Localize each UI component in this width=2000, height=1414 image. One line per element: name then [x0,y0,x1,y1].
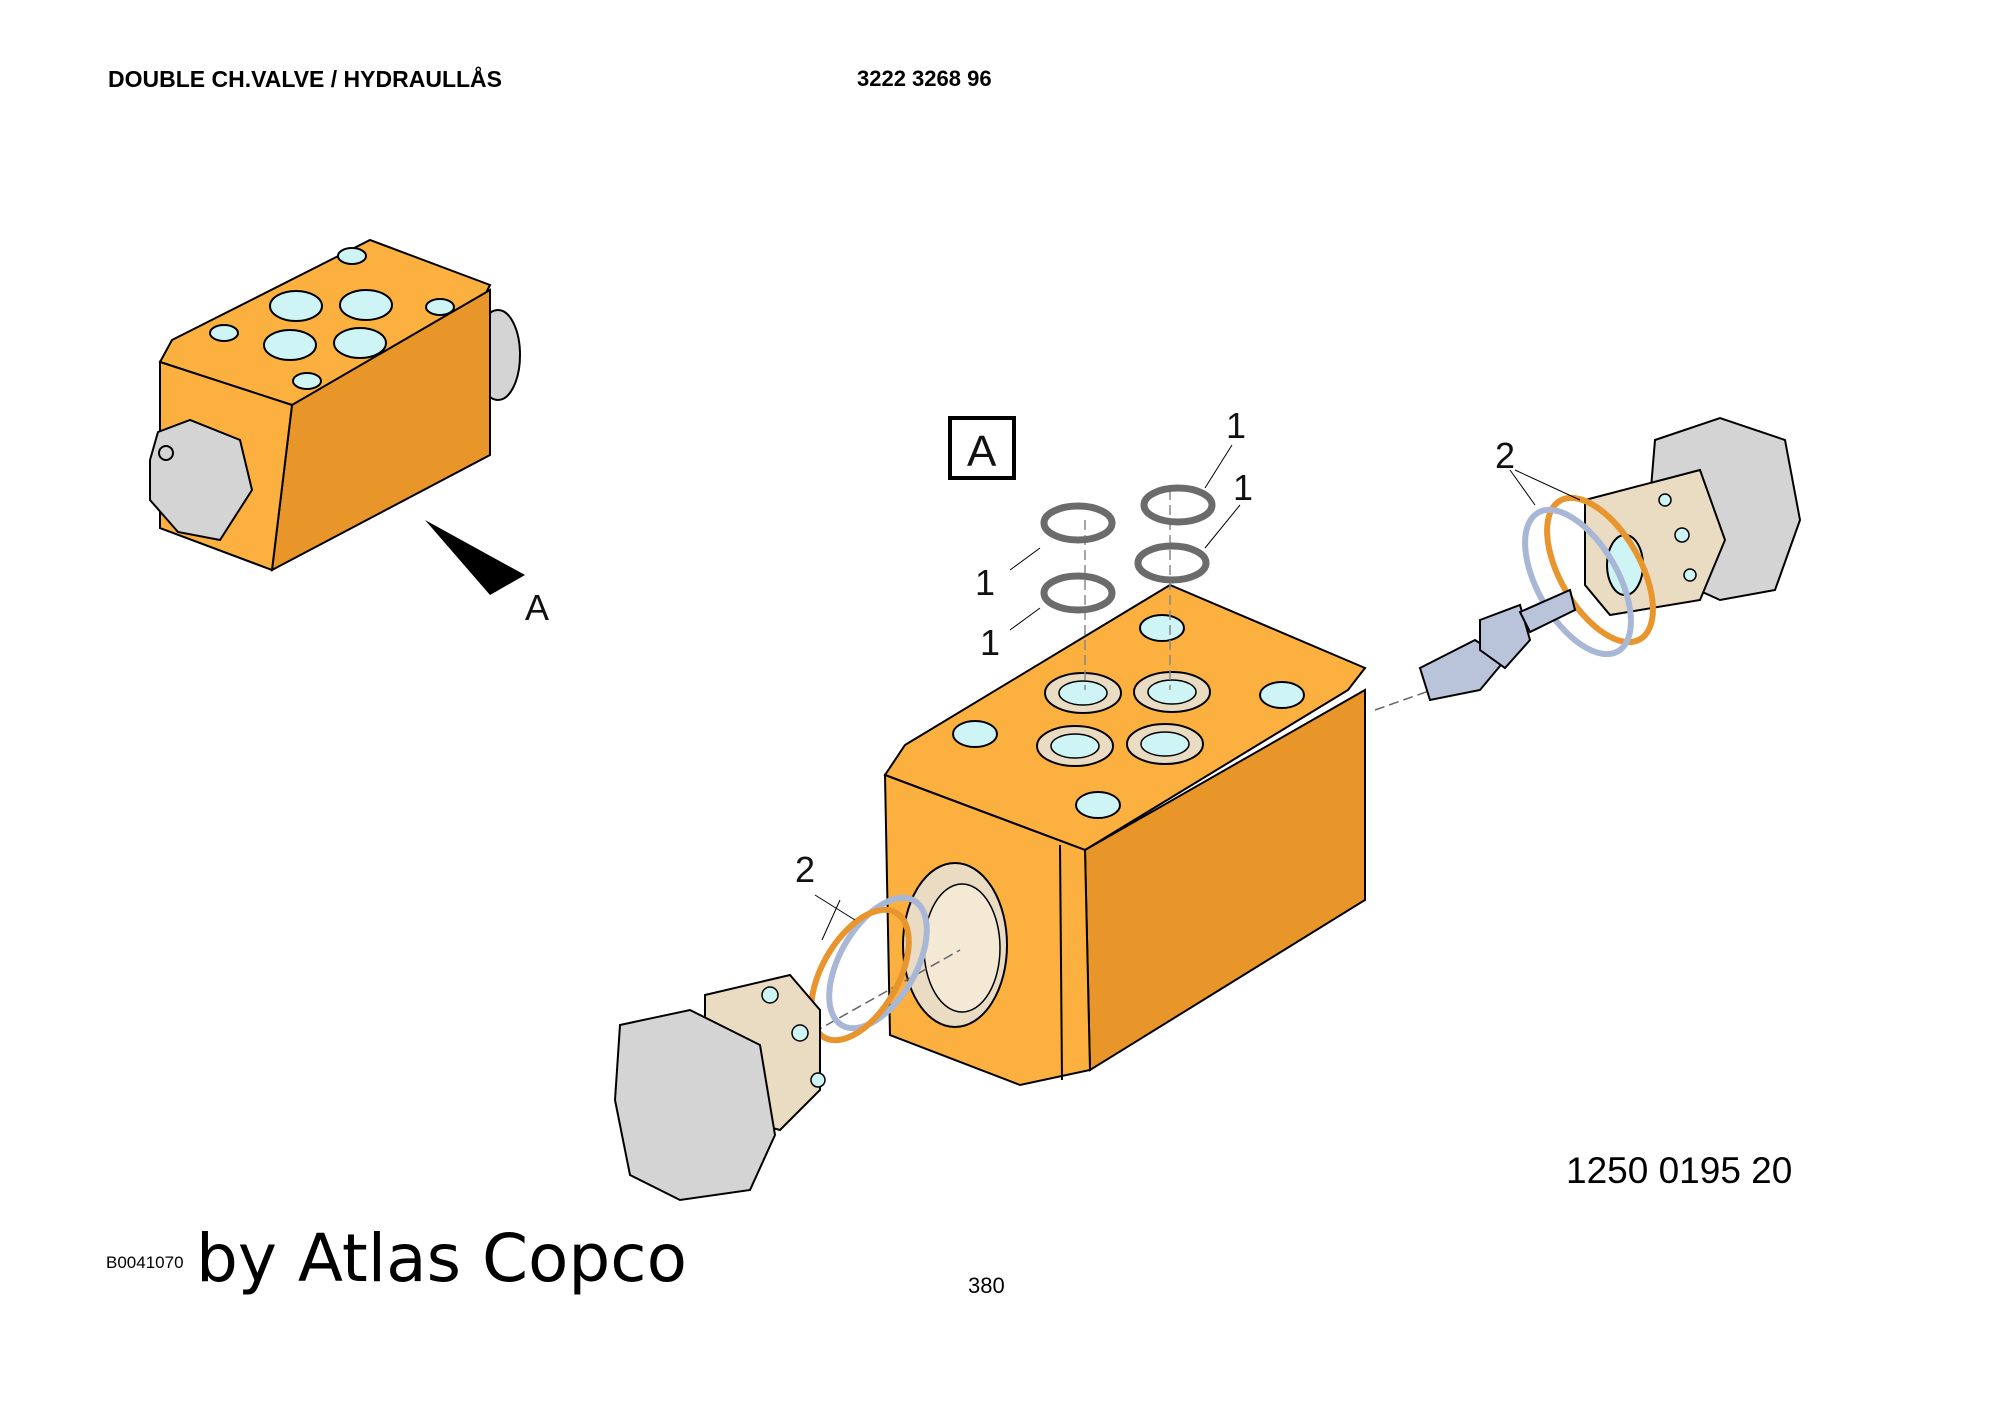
o-rings-item-1 [1009,444,1241,631]
left-plug-assembly [613,894,930,1202]
callout-1-a: 1 [975,562,995,603]
view-box-label: A [967,427,997,476]
callout-1-c: 1 [1226,405,1246,446]
part-number: 3222 3268 96 [857,66,992,91]
assembled-valve-view [149,238,525,595]
callout-2-left: 2 [795,849,815,890]
view-box [948,416,1016,480]
callout-1-b: 1 [980,622,1000,663]
drawing-code: B0041070 [106,1253,184,1272]
view-label-a: A [525,587,549,628]
page-title: DOUBLE CH.VALVE / HYDRAULLÅS [108,66,502,92]
reference-number: 1250 0195 20 [1566,1150,1793,1191]
callout-1-d: 1 [1233,467,1253,508]
callout-2-right: 2 [1495,435,1515,476]
brand-line: by Atlas Copco [196,1220,687,1297]
page-number: 380 [968,1273,1005,1298]
valve-body [799,490,1461,1087]
right-plug-assembly [1418,416,1802,702]
